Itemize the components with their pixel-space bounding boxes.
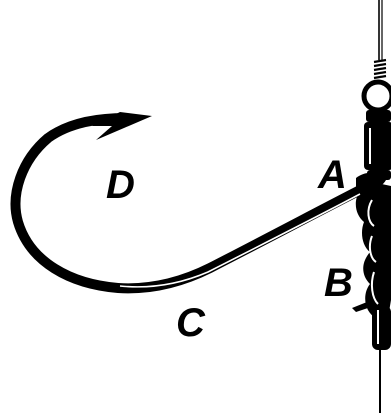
snap-clip [352, 182, 391, 350]
label-c: C [176, 301, 206, 345]
label-d: D [106, 163, 135, 207]
label-b: B [324, 261, 353, 305]
label-a: A [317, 153, 347, 197]
line-knot [374, 60, 386, 78]
swivel [364, 82, 391, 180]
